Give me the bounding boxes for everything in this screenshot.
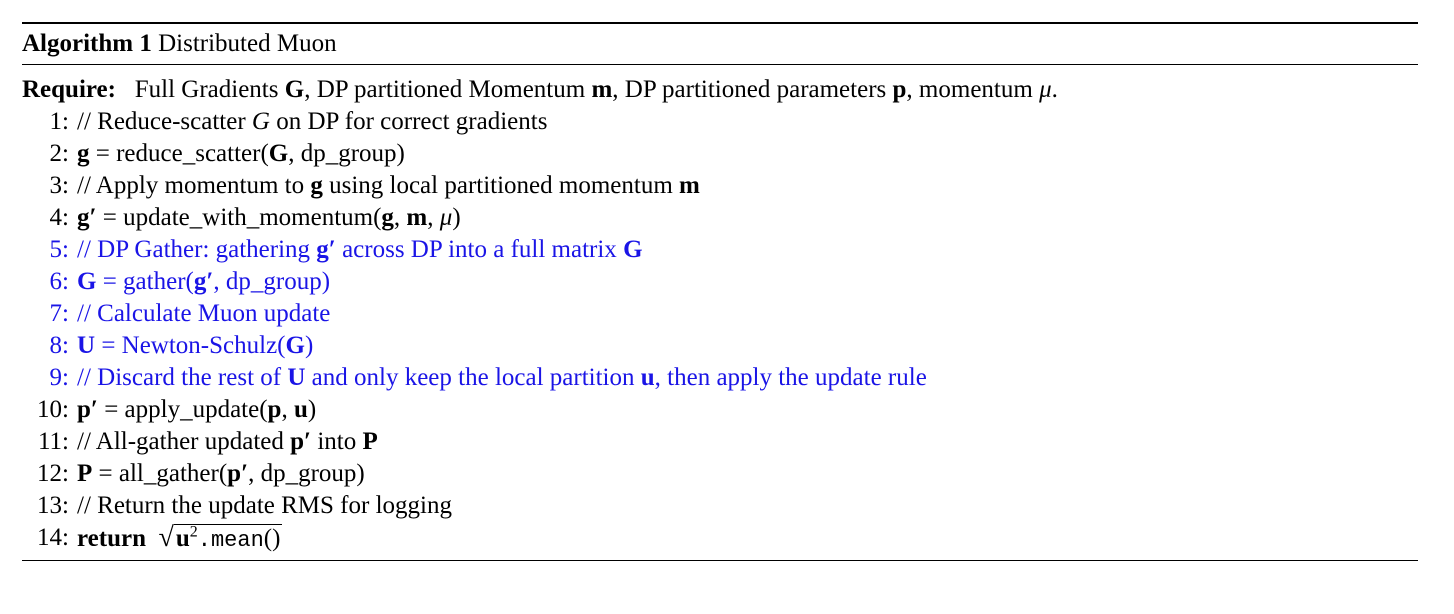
algorithm-step: 7: // Calculate Muon update — [22, 298, 1418, 330]
require-line: Require: Full Gradients G, DP partitione… — [22, 73, 1418, 106]
step-text: U = Newton-Schulz(G) — [77, 332, 314, 359]
algorithm-label: Algorithm 1 — [22, 30, 152, 57]
step-text: // Discard the rest of U and only keep t… — [77, 364, 927, 391]
algorithm-step: 8: U = Newton-Schulz(G) — [22, 330, 1418, 362]
step-text: // Reduce-scatter G on DP for correct gr… — [77, 108, 548, 135]
algorithm-box: Algorithm 1 Distributed Muon Require: Fu… — [22, 22, 1418, 561]
step-text: P = all_gather(p′, dp_group) — [77, 460, 365, 487]
step-text: // Apply momentum to g using local parti… — [77, 172, 700, 199]
require-text: Full Gradients G, DP partitioned Momentu… — [122, 76, 1058, 103]
algorithm-step: 11: // All-gather updated p′ into P — [22, 426, 1418, 458]
algorithm-step: 10: p′ = apply_update(p, u) — [22, 394, 1418, 426]
algorithm-step: 3: // Apply momentum to g using local par… — [22, 170, 1418, 202]
require-keyword: Require: — [22, 76, 116, 103]
step-text: // Return the update RMS for logging — [77, 492, 452, 519]
algorithm-step: 6: G = gather(g′, dp_group) — [22, 266, 1418, 298]
step-number: 11: — [37, 428, 69, 455]
step-text: // All-gather updated p′ into P — [77, 428, 378, 455]
algorithm-caption: Algorithm 1 Distributed Muon — [22, 24, 1418, 64]
step-text: p′ = apply_update(p, u) — [77, 396, 317, 423]
caption-rule — [22, 64, 1418, 65]
top-rule — [22, 22, 1418, 24]
step-number: 6: — [49, 268, 69, 295]
step-list: 1: // Reduce-scatter G on DP for correct … — [22, 106, 1418, 554]
algorithm-step: 1: // Reduce-scatter G on DP for correct … — [22, 106, 1418, 138]
step-number: 1: — [49, 108, 69, 135]
step-number: 2: — [49, 140, 69, 167]
step-text: // DP Gather: gathering g′ across DP int… — [77, 236, 643, 263]
step-number: 13: — [37, 492, 69, 519]
step-text: return √u2.mean() — [77, 522, 283, 553]
step-text: G = gather(g′, dp_group) — [77, 268, 331, 295]
step-number: 3: — [49, 172, 69, 199]
algorithm-step: 13: // Return the update RMS for logging — [22, 490, 1418, 522]
step-number: 10: — [37, 396, 69, 423]
algorithm-step: 14: return √u2.mean() — [22, 522, 1418, 554]
algorithm-step: 5: // DP Gather: gathering g′ across DP i… — [22, 234, 1418, 266]
step-text: g = reduce_scatter(G, dp_group) — [77, 140, 405, 167]
algorithm-step: 4: g′ = update_with_momentum(g, m, μ) — [22, 202, 1418, 234]
step-number: 12: — [37, 460, 69, 487]
algorithm-step: 2: g = reduce_scatter(G, dp_group) — [22, 138, 1418, 170]
step-number: 7: — [49, 300, 69, 327]
step-number: 4: — [49, 204, 69, 231]
step-number: 14: — [37, 524, 69, 551]
step-number: 5: — [49, 236, 69, 263]
algorithm-title: Distributed Muon — [158, 30, 337, 57]
step-number: 9: — [49, 364, 69, 391]
algorithm-body: Require: Full Gradients G, DP partitione… — [22, 65, 1418, 560]
step-text: // Calculate Muon update — [77, 300, 331, 327]
algorithm-step: 12: P = all_gather(p′, dp_group) — [22, 458, 1418, 490]
step-text: g′ = update_with_momentum(g, m, μ) — [77, 204, 461, 231]
step-number: 8: — [49, 332, 69, 359]
bottom-rule — [22, 560, 1418, 561]
algorithm-step: 9: // Discard the rest of U and only keep… — [22, 362, 1418, 394]
